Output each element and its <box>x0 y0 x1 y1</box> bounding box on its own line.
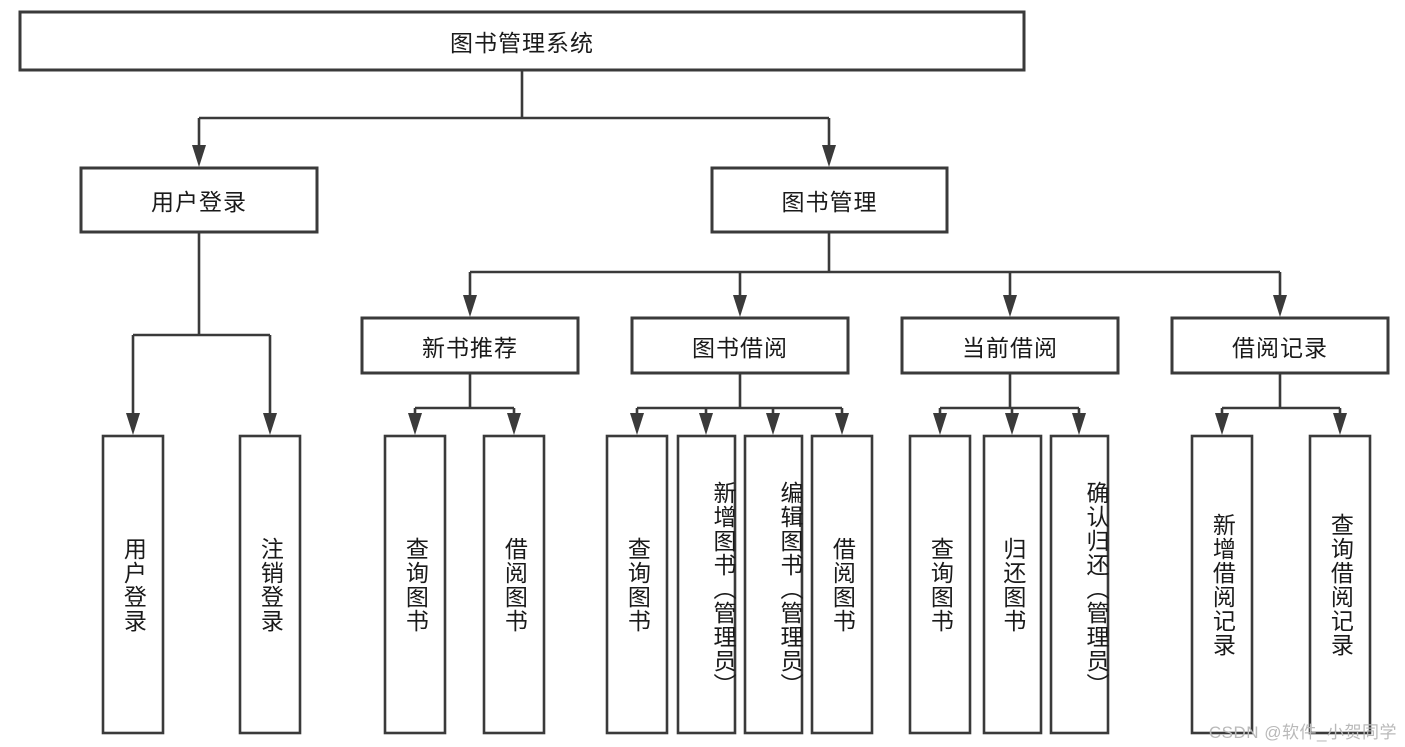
arrow-head-icon <box>699 413 713 435</box>
node-box-leaf-query-record[interactable] <box>1308 434 1372 735</box>
arrow-head-icon <box>1333 413 1347 435</box>
node-box-root[interactable] <box>18 10 1026 72</box>
node-box-leaf-query-book-1[interactable] <box>383 434 447 735</box>
arrow-head-icon <box>1005 413 1019 435</box>
arrow-head-icon <box>463 295 477 317</box>
arrow-head-icon <box>1273 295 1287 317</box>
node-box-current-borrow[interactable] <box>900 316 1120 375</box>
arrow-head-icon <box>822 145 836 167</box>
node-box-new-book-rec[interactable] <box>360 316 580 375</box>
arrow-head-icon <box>835 413 849 435</box>
arrow-head-icon <box>192 145 206 167</box>
node-box-book-borrow[interactable] <box>630 316 850 375</box>
arrow-head-icon <box>1215 413 1229 435</box>
arrow-head-icon <box>630 413 644 435</box>
connectors-layer <box>126 70 1347 435</box>
arrow-head-icon <box>126 413 140 435</box>
node-box-leaf-add-record[interactable] <box>1190 434 1254 735</box>
arrow-head-icon <box>933 413 947 435</box>
arrow-head-icon <box>408 413 422 435</box>
csdn-watermark: CSDN @软件_小贺同学 <box>1208 723 1397 742</box>
arrow-head-icon <box>507 413 521 435</box>
node-box-leaf-edit-book[interactable] <box>743 434 804 735</box>
boxes-layer <box>18 10 1390 735</box>
node-box-leaf-query-book-2[interactable] <box>605 434 669 735</box>
arrow-head-icon <box>766 413 780 435</box>
node-box-leaf-query-book-3[interactable] <box>908 434 972 735</box>
arrow-head-icon <box>733 295 747 317</box>
arrow-head-icon <box>263 413 277 435</box>
arrow-head-icon <box>1003 295 1017 317</box>
node-box-leaf-add-book[interactable] <box>676 434 737 735</box>
node-box-leaf-borrow-book-2[interactable] <box>810 434 874 735</box>
node-box-user-login[interactable] <box>79 166 319 234</box>
node-box-borrow-record[interactable] <box>1170 316 1390 375</box>
arrow-head-icon <box>1072 413 1086 435</box>
node-box-leaf-confirm-ret[interactable] <box>1049 434 1110 735</box>
node-box-leaf-logout[interactable] <box>238 434 302 735</box>
node-box-leaf-user-login[interactable] <box>101 434 165 735</box>
node-box-book-manage[interactable] <box>710 166 949 234</box>
node-box-leaf-return-book[interactable] <box>982 434 1043 735</box>
node-box-leaf-borrow-book-1[interactable] <box>482 434 546 735</box>
